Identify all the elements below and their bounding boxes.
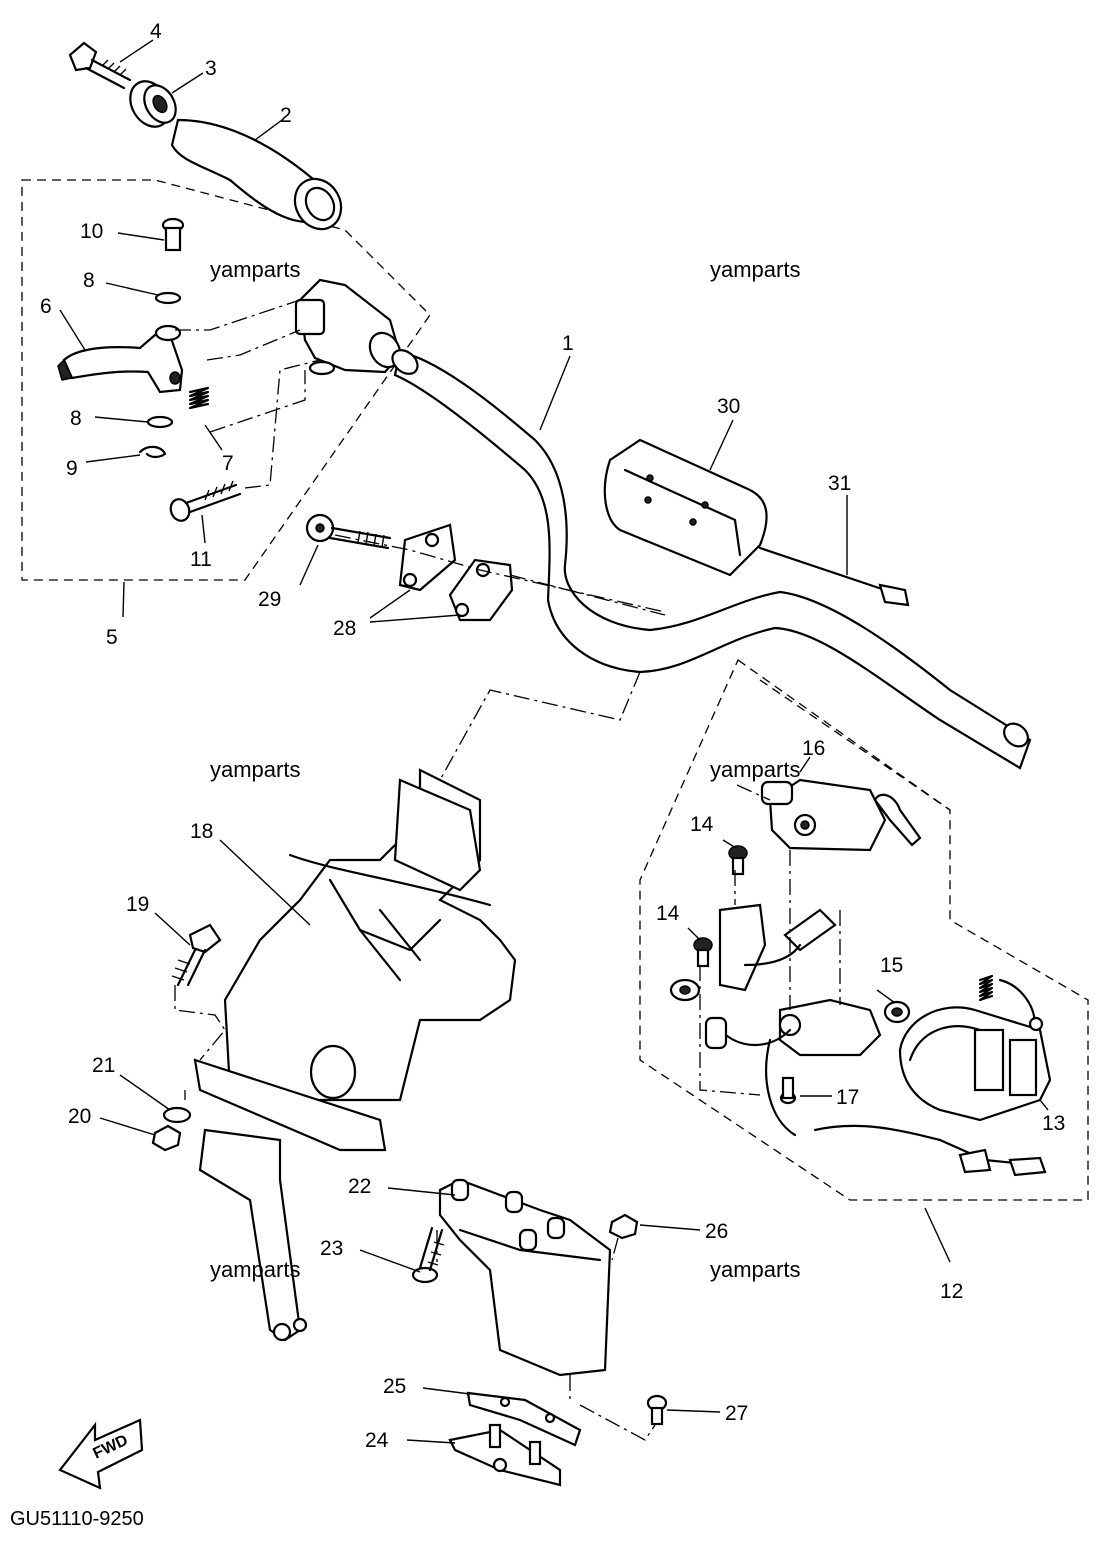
bolt-23 — [411, 1226, 445, 1284]
callout-11: 11 — [190, 548, 212, 571]
callout-29: 29 — [258, 588, 281, 611]
handlebar-1 — [391, 349, 1032, 770]
assembly-box-12 — [639, 659, 1089, 1201]
watermarks: yamparts yamparts yamparts yamparts yamp… — [210, 257, 800, 1282]
callout-15: 15 — [880, 954, 903, 977]
bolt-29 — [305, 513, 392, 550]
fwd-arrow-icon: FWD — [58, 1418, 144, 1490]
callout-5: 5 — [106, 626, 118, 649]
screw-14-lower — [693, 937, 713, 968]
callout-8b: 8 — [70, 407, 82, 430]
callout-9: 9 — [66, 457, 78, 480]
watermark-text: yamparts — [710, 757, 800, 782]
switch-assembly — [669, 903, 882, 1137]
grip-2 — [170, 118, 343, 231]
throttle-housing — [294, 278, 402, 376]
callout-17: 17 — [836, 1086, 859, 1109]
wire-harness — [813, 1124, 1047, 1177]
callout-12: 12 — [940, 1280, 963, 1303]
callout-25: 25 — [383, 1375, 406, 1398]
callout-1: 1 — [562, 332, 574, 355]
callout-4: 4 — [150, 20, 162, 43]
diagram-code: GU51110-9250 — [10, 1508, 144, 1530]
callout-13: 13 — [1042, 1112, 1065, 1135]
upper-holder-28 — [398, 523, 514, 622]
grommet-15 — [883, 1000, 911, 1024]
nut-20 — [151, 1124, 182, 1152]
bolt-4 — [68, 41, 132, 90]
switch-housing-13 — [898, 974, 1052, 1122]
callout-21: 21 — [92, 1054, 115, 1077]
leader-lines — [59, 39, 1049, 1444]
watermark-text: yamparts — [210, 257, 300, 282]
callout-22: 22 — [348, 1175, 371, 1198]
screw-14-upper — [728, 845, 748, 876]
circlip-8-upper — [154, 291, 182, 305]
nut-26 — [608, 1213, 639, 1240]
screw-27 — [646, 1394, 668, 1426]
callout-7: 7 — [222, 452, 234, 475]
clip-9 — [138, 445, 167, 459]
callout-31: 31 — [828, 472, 851, 495]
callout-8a: 8 — [83, 269, 95, 292]
watermark-text: yamparts — [710, 1257, 800, 1282]
callout-6: 6 — [40, 295, 52, 318]
callout-3: 3 — [205, 57, 217, 80]
washer-21 — [162, 1106, 192, 1124]
callout-14a: 14 — [690, 813, 714, 836]
callout-24: 24 — [365, 1429, 389, 1452]
callout-14b: 14 — [656, 902, 680, 925]
callout-30: 30 — [717, 395, 740, 418]
collar-3 — [129, 80, 177, 128]
screw-17 — [779, 1076, 797, 1105]
callout-27: 27 — [725, 1402, 748, 1425]
spring-7 — [188, 386, 210, 410]
callout-20: 20 — [68, 1105, 91, 1128]
assembly-lines — [174, 299, 841, 1441]
watermark-text: yamparts — [710, 257, 800, 282]
circlip-8-lower — [146, 415, 174, 429]
assembly-box-12-inner — [759, 679, 951, 811]
pin-10 — [161, 217, 185, 252]
callout-26: 26 — [705, 1220, 728, 1243]
steering-body-18 — [193, 768, 517, 1342]
callout-19: 19 — [126, 893, 149, 916]
bolt-19 — [171, 923, 222, 987]
watermark-text: yamparts — [210, 757, 300, 782]
screw-11 — [169, 480, 242, 522]
bracket-22 — [438, 1178, 612, 1377]
callouts: 4 3 2 10 8 6 8 9 7 11 5 1 30 31 29 28 18… — [40, 20, 1065, 1452]
plate-25 — [466, 1391, 582, 1447]
plate-24 — [448, 1423, 562, 1487]
handlebar-pad-30 — [603, 438, 768, 577]
assembly-box-5 — [21, 179, 431, 581]
callout-10: 10 — [80, 220, 103, 243]
strap-31 — [758, 546, 910, 607]
callout-16: 16 — [802, 737, 825, 760]
callout-2: 2 — [280, 104, 292, 127]
switch-cover-16 — [760, 778, 922, 852]
watermark-text: yamparts — [210, 1257, 300, 1282]
callout-23: 23 — [320, 1237, 343, 1260]
callout-28: 28 — [333, 617, 356, 640]
throttle-lever-6 — [57, 324, 184, 394]
callout-18: 18 — [190, 820, 213, 843]
